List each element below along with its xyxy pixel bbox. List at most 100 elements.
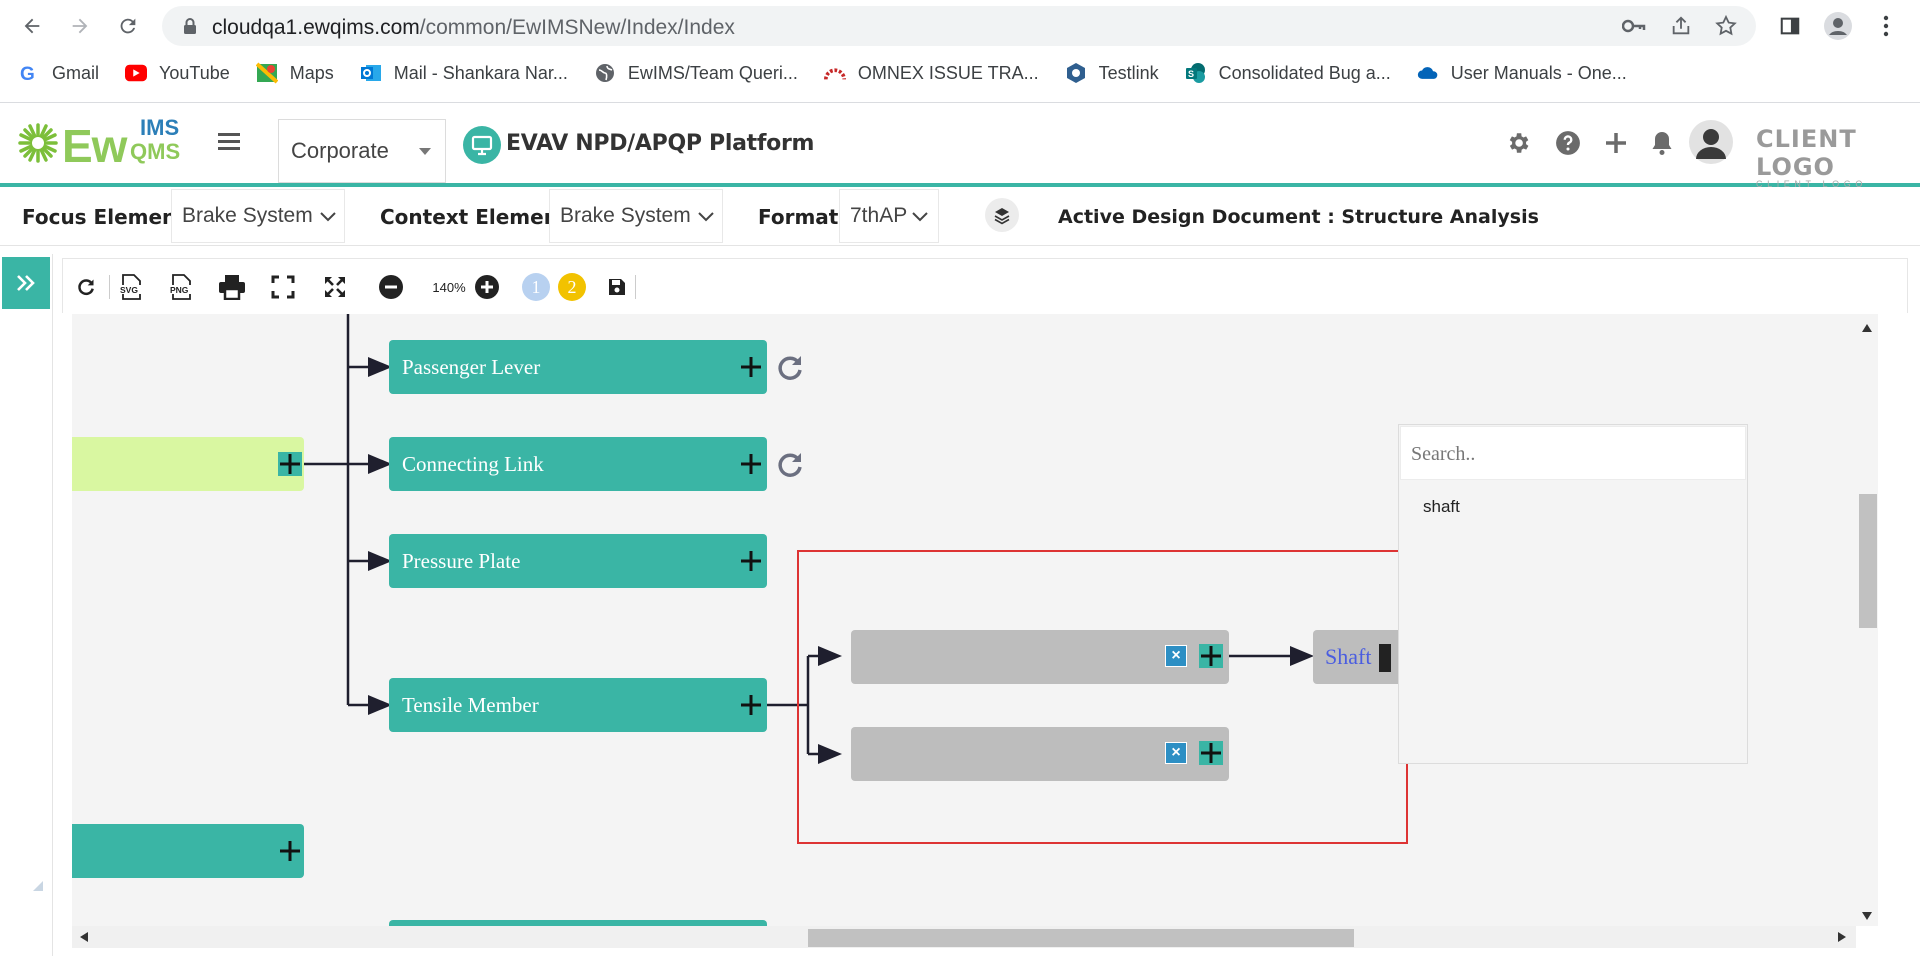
bookmark-user-manuals[interactable]: User Manuals - One... bbox=[1417, 62, 1627, 84]
partial-node[interactable] bbox=[389, 920, 767, 926]
partial-node[interactable] bbox=[72, 824, 304, 878]
vertical-scroll-thumb[interactable] bbox=[1859, 494, 1877, 628]
level-1-button[interactable]: 1 bbox=[521, 273, 551, 301]
user-avatar[interactable] bbox=[1688, 119, 1734, 165]
add-child-button[interactable] bbox=[1199, 644, 1223, 668]
resize-handle-icon[interactable] bbox=[32, 880, 44, 892]
node-pressure-plate[interactable]: Pressure Plate bbox=[389, 534, 767, 588]
layers-button[interactable] bbox=[984, 197, 1020, 233]
focus-element-select[interactable]: Brake System bbox=[171, 189, 345, 243]
hamburger-menu-button[interactable] bbox=[218, 131, 244, 153]
zoom-in-button[interactable] bbox=[473, 273, 501, 301]
refresh-node-icon[interactable] bbox=[776, 354, 804, 382]
format-select[interactable]: 7thAP bbox=[839, 189, 939, 243]
side-panel-icon bbox=[1780, 17, 1800, 35]
side-panel-button[interactable] bbox=[1772, 8, 1808, 44]
hamburger-icon bbox=[218, 133, 240, 150]
url-text: cloudqa1.ewqims.com/common/EwIMSNew/Inde… bbox=[212, 16, 735, 39]
logo-ims-text: IMS bbox=[140, 115, 180, 140]
node-connecting-link[interactable]: Connecting Link bbox=[389, 437, 767, 491]
help-button[interactable] bbox=[1552, 127, 1584, 159]
bookmark-label: Testlink bbox=[1098, 62, 1159, 83]
node-label: Pressure Plate bbox=[402, 549, 521, 573]
fullscreen-button[interactable] bbox=[269, 273, 297, 301]
svg-file-icon: SVG bbox=[119, 274, 143, 300]
settings-button[interactable] bbox=[1502, 127, 1534, 159]
horizontal-scrollbar[interactable] bbox=[72, 926, 1856, 948]
refresh-icon bbox=[78, 279, 94, 296]
omnex-icon bbox=[823, 62, 846, 84]
bookmark-team-queries[interactable]: EwIMS/Team Queri... bbox=[594, 62, 798, 84]
refresh-node-icon[interactable] bbox=[776, 451, 804, 479]
node-passenger-lever[interactable]: Passenger Lever bbox=[389, 340, 767, 394]
new-node-1[interactable]: × bbox=[851, 630, 1229, 684]
plus-icon bbox=[1201, 646, 1221, 666]
export-png-button[interactable]: PNG bbox=[167, 273, 195, 301]
address-bar[interactable]: cloudqa1.ewqims.com/common/EwIMSNew/Inde… bbox=[162, 6, 1756, 46]
corporate-select-value: Corporate bbox=[291, 138, 389, 163]
plus-icon[interactable] bbox=[739, 549, 763, 573]
zoom-out-button[interactable] bbox=[377, 273, 405, 301]
refresh-button[interactable] bbox=[73, 273, 99, 301]
level-2-button[interactable]: 2 bbox=[557, 273, 587, 301]
shaft-input-node[interactable]: Shaft bbox=[1313, 630, 1403, 684]
search-input[interactable]: Search.. bbox=[1400, 426, 1746, 480]
bookmark-label: Gmail bbox=[52, 62, 100, 83]
new-node-2[interactable]: × bbox=[851, 727, 1229, 781]
fit-to-screen-button[interactable] bbox=[321, 273, 349, 301]
delete-node-button[interactable]: × bbox=[1165, 645, 1187, 667]
print-button[interactable] bbox=[217, 273, 247, 301]
node-label: Tensile Member bbox=[402, 693, 539, 717]
plus-icon[interactable] bbox=[739, 355, 763, 379]
lock-icon bbox=[184, 18, 196, 34]
connector-lines bbox=[302, 314, 1314, 764]
save-button[interactable] bbox=[605, 273, 629, 301]
client-logo: CLIENT LOGO CLIENT LOGO bbox=[1756, 125, 1896, 189]
profile-button[interactable] bbox=[1820, 8, 1856, 44]
platform-icon bbox=[462, 125, 502, 165]
bookmark-maps[interactable]: Maps bbox=[255, 62, 334, 84]
back-button[interactable] bbox=[14, 8, 50, 44]
plus-icon[interactable] bbox=[739, 452, 763, 476]
node-tensile-member[interactable]: Tensile Member bbox=[389, 678, 767, 732]
export-svg-button[interactable]: SVG bbox=[117, 273, 145, 301]
profile-icon bbox=[1824, 12, 1852, 40]
plus-icon[interactable] bbox=[739, 693, 763, 717]
browser-menu-button[interactable] bbox=[1868, 8, 1904, 44]
level-1-badge: 1 bbox=[522, 273, 550, 301]
plus-icon[interactable] bbox=[278, 839, 302, 863]
bookmark-consolidated-bug[interactable]: S Consolidated Bug a... bbox=[1185, 62, 1391, 84]
forward-arrow-icon bbox=[72, 18, 88, 34]
bookmark-gmail[interactable]: G Gmail bbox=[18, 62, 100, 85]
plus-icon bbox=[280, 454, 300, 474]
add-button[interactable] bbox=[1600, 127, 1632, 159]
dropdown-option-shaft[interactable]: shaft bbox=[1423, 497, 1460, 516]
svg-text:PNG: PNG bbox=[170, 285, 189, 295]
bookmark-label: Consolidated Bug a... bbox=[1218, 62, 1391, 83]
horizontal-scroll-thumb[interactable] bbox=[808, 929, 1354, 947]
add-child-button[interactable] bbox=[278, 452, 302, 476]
vertical-scrollbar[interactable] bbox=[1856, 316, 1878, 926]
bookmark-omnex[interactable]: OMNEX ISSUE TRA... bbox=[823, 62, 1039, 84]
bookmark-mail[interactable]: Mail - Shankara Nar... bbox=[360, 62, 568, 84]
delete-node-button[interactable]: × bbox=[1165, 742, 1187, 764]
filter-bar: Focus Element Brake System Context Eleme… bbox=[0, 187, 1920, 246]
app-logo[interactable]: Ew IMS QMS bbox=[18, 115, 198, 172]
platform-title: EVAV NPD/APQP Platform bbox=[506, 131, 815, 156]
notifications-button[interactable] bbox=[1646, 127, 1678, 159]
context-element-value: Brake System bbox=[560, 204, 691, 227]
reload-button[interactable] bbox=[110, 8, 146, 44]
node-label: Passenger Lever bbox=[402, 355, 541, 379]
context-element-select[interactable]: Brake System bbox=[549, 189, 723, 243]
corporate-select[interactable]: Corporate bbox=[278, 119, 446, 183]
forward-button[interactable] bbox=[62, 8, 98, 44]
add-child-button[interactable] bbox=[1199, 741, 1223, 765]
active-design-document: Active Design Document : Structure Analy… bbox=[1058, 206, 1539, 228]
diagram-canvas[interactable]: Passenger Lever Connecting Link Pressure… bbox=[72, 314, 1878, 926]
app-header: Ew IMS QMS Corporate EVAV NPD/APQP Platf… bbox=[0, 103, 1920, 189]
bookmark-youtube[interactable]: YouTube bbox=[125, 62, 230, 84]
bookmark-testlink[interactable]: Testlink bbox=[1065, 62, 1159, 84]
parent-node[interactable] bbox=[72, 437, 304, 491]
shaft-input-text[interactable]: Shaft bbox=[1325, 644, 1372, 669]
expand-sidebar-button[interactable] bbox=[2, 257, 50, 309]
